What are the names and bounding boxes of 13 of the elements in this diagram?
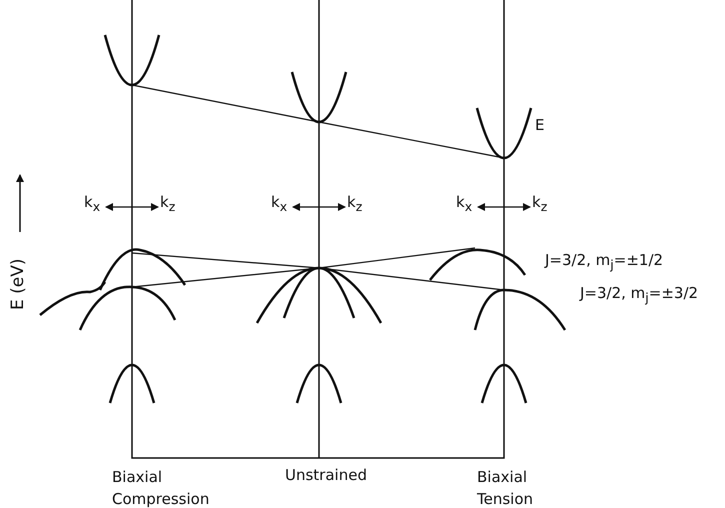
band-label: J=3/2, m$_{j}$=±1/2 xyxy=(545,251,664,272)
band-label: E xyxy=(535,116,544,134)
axis-label: k$_{x}$ xyxy=(271,193,288,214)
axis-label: k$_{z}$ xyxy=(532,193,548,214)
band-label: J=3/2, m$_{j}$=±3/2 xyxy=(580,284,698,305)
axis-label: E (eV) xyxy=(8,258,28,310)
axis-label: k$_{z}$ xyxy=(160,193,176,214)
strain-label: Unstrained xyxy=(285,466,367,484)
axis-label: k$_{z}$ xyxy=(347,193,362,214)
axis-label: k$_{x}$ xyxy=(84,193,100,214)
axis-label: k$_{x}$ xyxy=(456,193,472,214)
strain-label: Biaxial Compression xyxy=(112,467,210,508)
strain-label: Biaxial Tension xyxy=(477,467,534,508)
